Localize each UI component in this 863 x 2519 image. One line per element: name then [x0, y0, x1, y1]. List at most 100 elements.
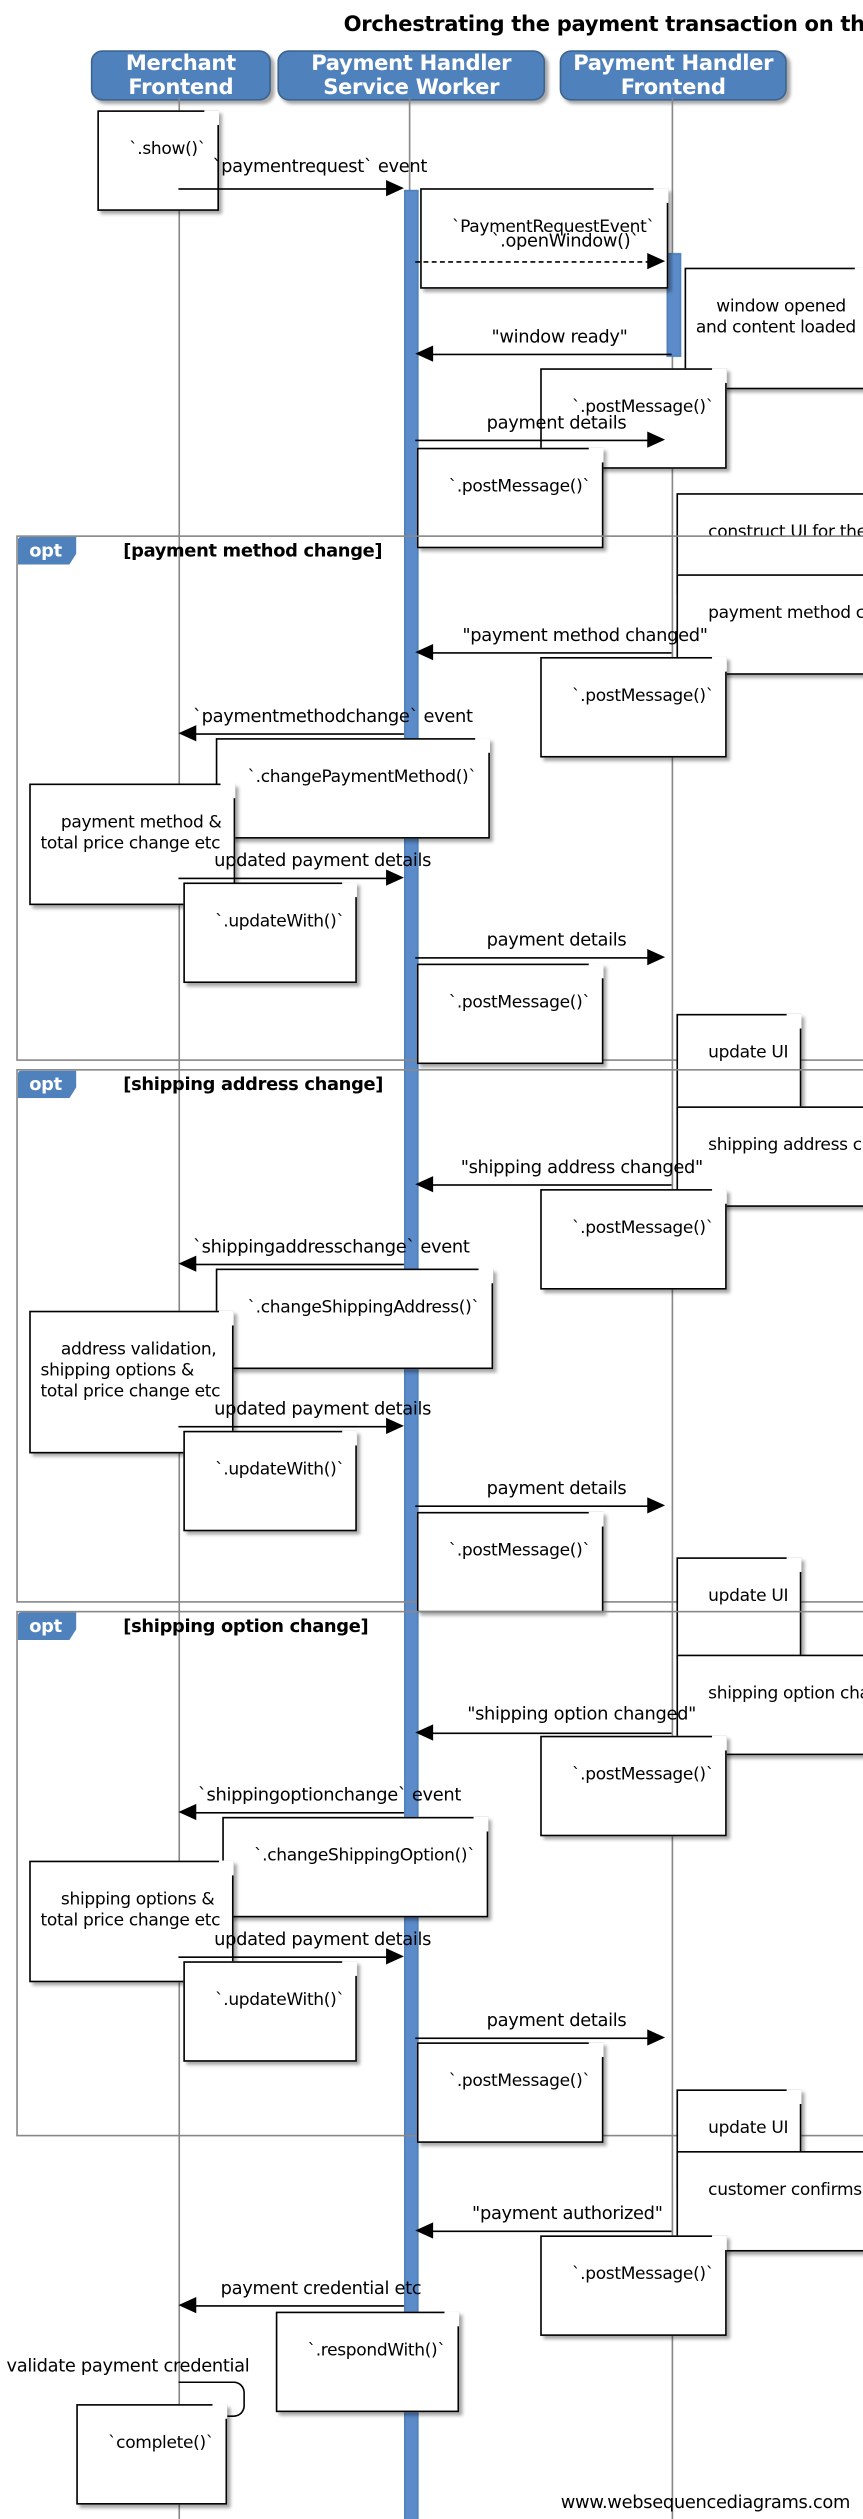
activation-frontend — [666, 253, 682, 357]
note-fold-icon — [218, 1310, 234, 1326]
arrow-right-icon — [647, 431, 666, 448]
note-text: `.updateWith()` — [215, 1990, 345, 2010]
message-label-window-ready: "window ready" — [491, 326, 628, 348]
message-line — [426, 1184, 672, 1186]
note-text: shipping options & total price change et… — [40, 1889, 221, 1931]
message-line-dashed — [415, 261, 651, 263]
note-text: payment method & total price change etc — [40, 812, 222, 854]
fragment-tab-opt: opt — [17, 536, 77, 565]
actor-payment-handler-service-worker[interactable]: Payment Handler Service Worker — [277, 50, 546, 101]
arrow-left-icon — [415, 345, 434, 362]
note-post-message: `.postMessage()` — [416, 1511, 604, 1613]
message-label-payment-details: payment details — [486, 929, 627, 951]
actor-label: Merchant Frontend — [125, 51, 236, 100]
note-fold-icon — [342, 1430, 358, 1446]
note-text: update UI — [708, 1043, 789, 1063]
message-label-openwindow: `.openWindow()` — [491, 230, 640, 252]
message-label-payment-authorized: "payment authorized" — [472, 2202, 663, 2225]
arrow-left-icon — [178, 1803, 197, 1821]
note-payment-request-event: `PaymentRequestEvent` — [420, 188, 668, 289]
arrow-right-icon — [386, 1417, 404, 1435]
actor-payment-handler-frontend[interactable]: Payment Handler Frontend — [559, 50, 787, 101]
message-line — [426, 2230, 672, 2233]
note-fold-icon — [786, 1013, 802, 1029]
note-text: `.updateWith()` — [215, 911, 345, 932]
note-text: `.updateWith()` — [215, 1459, 345, 1480]
note-fold-icon — [712, 656, 727, 672]
arrow-left-icon — [415, 1176, 434, 1193]
fragment-tab-opt: opt — [17, 1612, 77, 1641]
arrow-right-icon — [386, 180, 404, 197]
message-line — [426, 652, 672, 654]
note-fold-icon — [474, 738, 490, 753]
message-line — [178, 188, 391, 190]
note-text: `.postMessage()` — [448, 2071, 591, 2091]
note-fold-icon — [712, 2235, 727, 2250]
footer-attribution: www.websequencediagrams.com — [560, 2491, 851, 2513]
message-line — [189, 733, 404, 735]
message-line — [415, 957, 651, 959]
note-text: `.respondWith()` — [307, 2340, 446, 2361]
message-label-payment-method-changed: "payment method changed" — [462, 624, 708, 646]
note-respond-with: `.respondWith()` — [275, 2311, 459, 2413]
note-text: `.show()` — [129, 139, 206, 159]
message-label-payment-credential: payment credential etc — [220, 2277, 422, 2299]
page-title: Orchestrating the payment transaction on… — [343, 12, 863, 38]
message-label-updated-payment-details: updated payment details — [214, 1928, 432, 1950]
arrow-left-icon — [178, 725, 197, 742]
message-label-updated-payment-details: updated payment details — [214, 850, 432, 872]
note-change-shipping-option: `.changeShippingOption()` — [222, 1816, 489, 1918]
note-text: `.postMessage()` — [448, 476, 591, 497]
message-label-shipping-option-changed: "shipping option changed" — [467, 1703, 697, 1725]
message-line — [426, 353, 672, 356]
note-text: `.changeShippingAddress()` — [247, 1297, 480, 1318]
arrow-left-icon — [415, 2222, 434, 2239]
note-text: window opened and content loaded — [695, 296, 856, 338]
note-fold-icon — [204, 110, 219, 125]
arrow-right-icon — [647, 1497, 666, 1514]
note-fold-icon — [653, 188, 668, 203]
note-update-with: `.updateWith()` — [183, 882, 358, 984]
note-change-shipping-address: `.changeShippingAddress()` — [215, 1268, 493, 1370]
note-post-message: `.postMessage()` — [540, 2235, 727, 2336]
note-fold-icon — [712, 1189, 727, 1204]
message-line — [189, 1263, 404, 1266]
note-fold-icon — [786, 1557, 802, 1572]
note-text: `.changePaymentMethod()` — [247, 767, 477, 787]
actor-label: Payment Handler Service Worker — [311, 51, 512, 100]
message-label-paymentrequest: `paymentrequest` event — [212, 155, 428, 177]
note-fold-icon — [786, 2089, 802, 2104]
note-post-message: `.postMessage()` — [540, 656, 727, 758]
note-update-ui: update UI — [676, 1013, 802, 1115]
note-fold-icon — [218, 1860, 234, 1876]
arrow-left-icon — [178, 2297, 197, 2314]
note-text: shipping option changed — [708, 1683, 863, 1704]
note-fold-icon — [712, 1735, 727, 1751]
note-update-ui: update UI — [676, 1557, 802, 1658]
message-line — [189, 2305, 404, 2307]
message-line — [415, 2037, 651, 2040]
note-fold-icon — [712, 368, 727, 383]
note-text: `.postMessage()` — [571, 1218, 714, 1238]
note-text: `PaymentRequestEvent` — [451, 217, 655, 237]
fragment-label: [payment method change] — [123, 540, 383, 562]
actor-label: Payment Handler Frontend — [573, 51, 774, 100]
message-line — [178, 877, 391, 880]
note-fold-icon — [854, 267, 863, 283]
note-customer-confirms-payment: customer confirms payment — [676, 2151, 863, 2252]
note-fold-icon — [589, 2042, 604, 2057]
message-label-payment-details: payment details — [486, 2009, 627, 2031]
message-label-payment-details: payment details — [486, 1477, 627, 1499]
actor-merchant-frontend[interactable]: Merchant Frontend — [90, 50, 271, 101]
note-text: shipping address changed — [708, 1135, 863, 1155]
note-change-payment-method: `.changePaymentMethod()` — [215, 738, 490, 839]
arrow-right-icon — [386, 1948, 404, 1965]
note-fold-icon — [443, 2311, 459, 2327]
message-line — [415, 439, 651, 442]
note-text: `.postMessage()` — [571, 1764, 714, 1785]
message-line — [415, 1505, 651, 1508]
note-text: `.postMessage()` — [448, 992, 591, 1013]
note-text: payment method changed — [708, 603, 863, 623]
arrow-left-icon — [415, 1724, 434, 1741]
